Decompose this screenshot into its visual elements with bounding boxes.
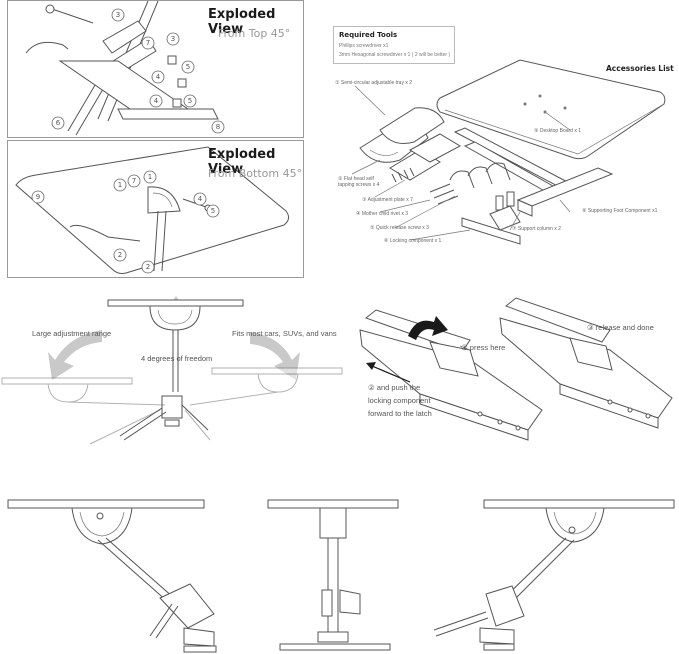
required-tools-box: Required Tools Phillips screwdriver x1 3…	[333, 26, 455, 64]
required-tools-line-2: 3mm Hexagonal screwdriver x 1 ( 2 will b…	[339, 52, 451, 58]
svg-text:5: 5	[186, 63, 190, 71]
accessory-item-2: ② Flat head self tapping screws x 4	[338, 176, 380, 188]
release-step-1: ① press here	[461, 343, 506, 352]
accessory-item-5: ⑤ Quick release screw x 3	[370, 225, 429, 231]
accessory-item-6: ⑥ Locking component x 1	[384, 238, 442, 244]
svg-text:4: 4	[198, 195, 203, 203]
svg-text:2: 2	[146, 263, 150, 271]
exploded-view-top-panel: 3 7 3 5 4 5 4 6 8 Exploded View From Top…	[7, 0, 304, 138]
exploded-top-drawing: 3 7 3 5 4 5 4 6 8	[25, 1, 225, 136]
caption-large-adjustment-range: Large adjustment range	[32, 329, 112, 338]
exploded-bottom-subtitle: From Bottom 45°	[208, 167, 303, 180]
accessory-item-4: ④ Mother child rivet x 3	[356, 211, 408, 217]
svg-text:9: 9	[36, 193, 40, 201]
svg-text:3: 3	[116, 11, 120, 19]
accessories-list-title: Accessories List	[606, 64, 674, 73]
svg-text:3: 3	[171, 35, 175, 43]
exploded-top-subtitle: From Top 45°	[218, 27, 291, 40]
svg-text:2: 2	[118, 251, 122, 259]
release-step-2-line-2: locking component	[368, 396, 431, 405]
grey-curved-arrow-icon	[48, 330, 102, 380]
svg-text:1: 1	[148, 173, 152, 181]
accessory-item-9: ⑨ Desktop Board x 1	[534, 128, 582, 134]
accessory-item-8: ⑧ Supporting Foot Component x1	[582, 208, 658, 214]
accessory-item-7: ⑦ Support column x 2	[512, 226, 561, 232]
required-tools-title: Required Tools	[339, 31, 398, 39]
accessory-item-3: ③ Adjustment plate x 7	[362, 197, 413, 203]
position-view-right	[433, 499, 675, 651]
release-step-2-line-1: ② and push the	[368, 383, 421, 392]
black-curved-arrow-icon	[408, 316, 448, 340]
callout-group-top: 3 7 3 5 4 5 4 6 8	[51, 8, 225, 134]
grey-curved-arrow-icon	[250, 332, 300, 380]
release-step-3: ③ release and done	[587, 323, 654, 332]
exploded-bottom-title: Exploded View	[208, 147, 276, 177]
svg-text:5: 5	[211, 207, 215, 215]
caption-fits-most-vehicles: Fits most cars, SUVs, and vans	[232, 329, 337, 338]
caption-four-degrees-of-freedom: 4 degrees of freedom	[141, 354, 213, 363]
position-view-left	[7, 499, 217, 653]
svg-text:1: 1	[118, 181, 122, 189]
callout-group-bottom: 1 7 1 4 5 2 2	[113, 170, 220, 274]
svg-text:8: 8	[216, 123, 220, 131]
required-tools-line-1: Phillips screwdriver x1	[339, 43, 389, 49]
svg-text:7: 7	[132, 177, 136, 185]
exploded-bottom-drawing: 9 1 7 1 4 5 2 2	[15, 146, 290, 274]
release-step-2-line-3: forward to the latch	[368, 409, 432, 418]
accessory-item-1: ① Semi-circular adjustable tray x 2	[335, 80, 413, 86]
exploded-top-title: Exploded View	[208, 7, 276, 37]
svg-text:4: 4	[154, 97, 159, 105]
position-view-center	[267, 499, 399, 651]
svg-text:4: 4	[156, 73, 161, 81]
svg-text:7: 7	[146, 39, 150, 47]
exploded-view-bottom-panel: 9 1 7 1 4 5 2 2 Exploded View From Botto…	[7, 140, 304, 278]
black-straight-arrow-icon	[366, 362, 411, 383]
svg-text:6: 6	[56, 119, 61, 127]
svg-text:5: 5	[188, 97, 192, 105]
